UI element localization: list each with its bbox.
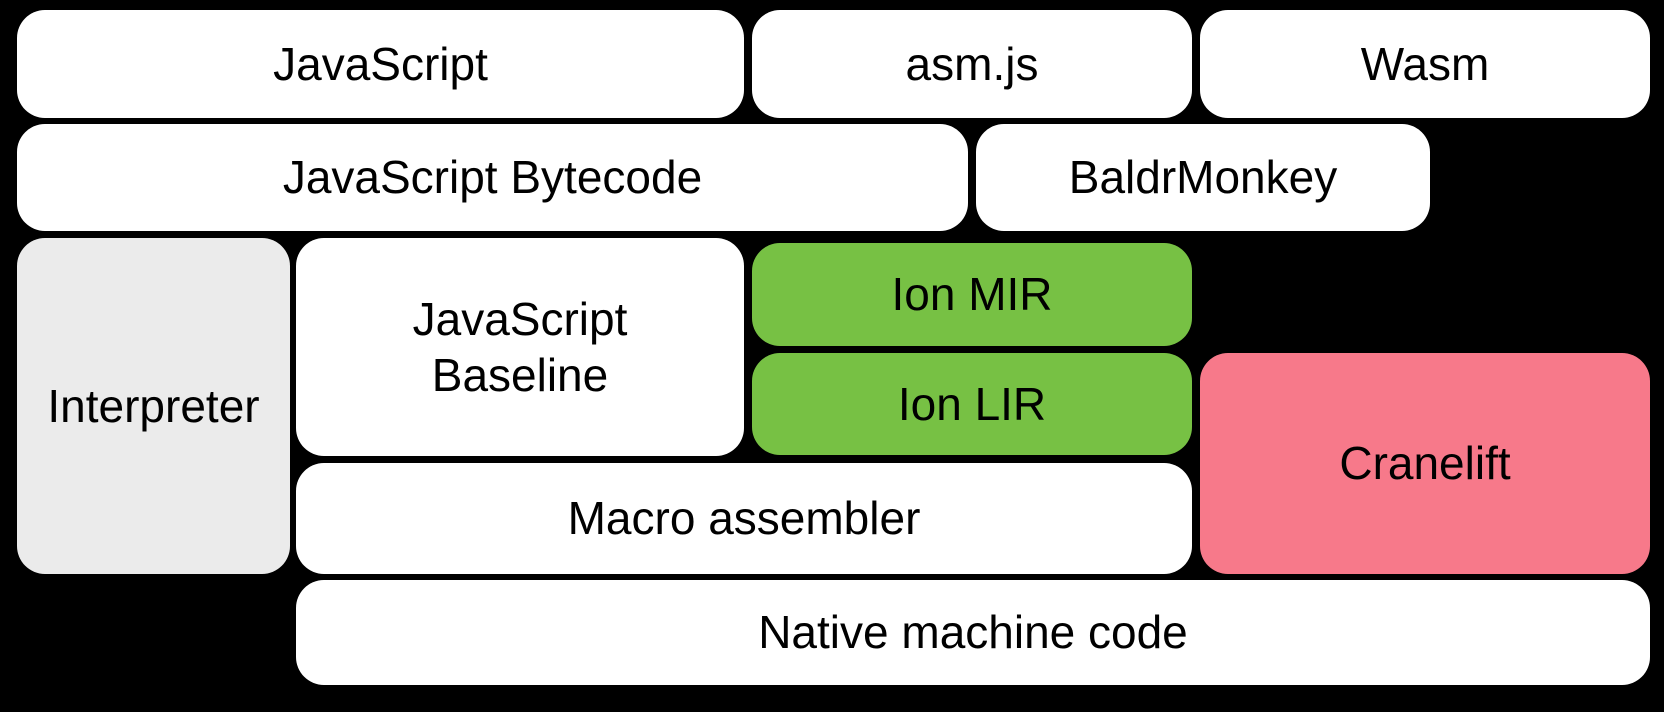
js-bytecode-label: JavaScript Bytecode xyxy=(282,151,703,204)
javascript-box: JavaScript xyxy=(17,10,744,118)
ion-lir-box: Ion LIR xyxy=(752,353,1192,455)
baldrmonkey-box: BaldrMonkey xyxy=(976,124,1430,231)
js-baseline-label-line1: JavaScript xyxy=(412,292,628,345)
asmjs-label: asm.js xyxy=(905,37,1039,90)
wasm-label: Wasm xyxy=(1360,37,1490,90)
ion-lir-label: Ion LIR xyxy=(897,377,1047,430)
interpreter-label: Interpreter xyxy=(47,379,260,432)
wasm-box: Wasm xyxy=(1200,10,1650,118)
javascript-label: JavaScript xyxy=(273,37,488,90)
macro-assembler-label: Macro assembler xyxy=(567,492,921,545)
baldrmonkey-label: BaldrMonkey xyxy=(1068,151,1338,204)
asmjs-box: asm.js xyxy=(752,10,1192,118)
cranelift-label: Cranelift xyxy=(1339,437,1511,490)
js-baseline-label-line2: Baseline xyxy=(431,349,609,401)
ion-mir-label: Ion MIR xyxy=(891,268,1053,321)
interpreter-box: Interpreter xyxy=(17,238,290,574)
native-machine-code-label: Native machine code xyxy=(758,606,1188,659)
ion-mir-box: Ion MIR xyxy=(752,243,1192,346)
js-baseline-box: JavaScript Baseline xyxy=(296,238,744,456)
native-machine-code-box: Native machine code xyxy=(296,580,1650,685)
cranelift-box: Cranelift xyxy=(1200,353,1650,574)
macro-assembler-box: Macro assembler xyxy=(296,463,1192,574)
js-bytecode-box: JavaScript Bytecode xyxy=(17,124,968,231)
